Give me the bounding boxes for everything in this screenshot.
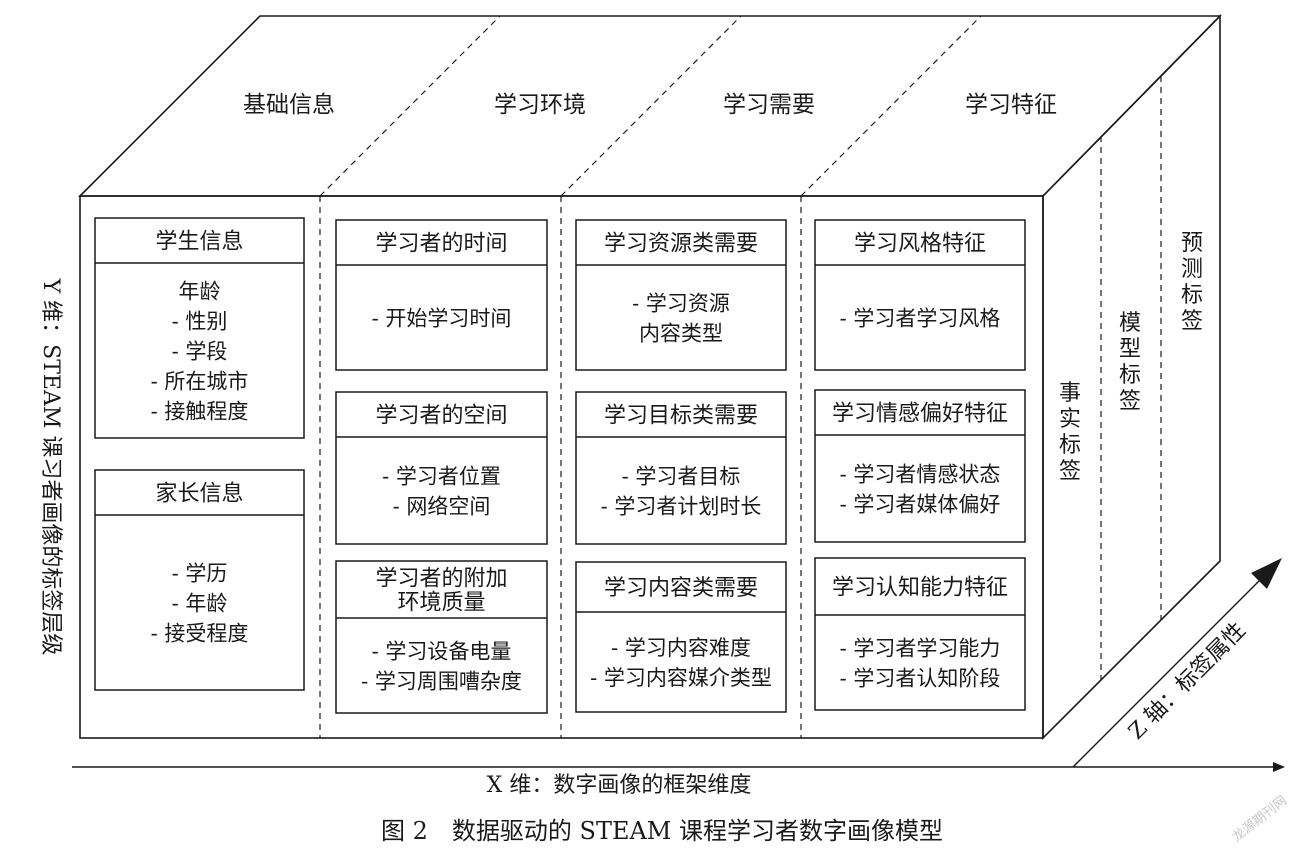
box-title: 学习者的空间 [375, 404, 507, 429]
box-item: - 开始学习时间 [372, 307, 512, 331]
box-item: - 学历 [172, 562, 228, 586]
box-item: - 网络空间 [393, 495, 491, 519]
box-item: - 性别 [172, 310, 228, 334]
box-outline [814, 219, 1026, 371]
box-title: 环境质量 [397, 591, 485, 616]
label-box: 学习情感偏好特征 - 学习者情感状态 - 学习者媒体偏好 [814, 389, 1026, 543]
dashed-separators [319, 15, 1162, 738]
side-label-char: 型 [1119, 337, 1141, 362]
box-title: 学习情感偏好特征 [832, 402, 1008, 427]
box-outline [814, 389, 1026, 543]
box-item: - 所在城市 [151, 370, 249, 394]
box-outline [94, 217, 305, 439]
z-axis-arrowhead [1251, 558, 1282, 589]
x-axis: X 维：数字画像的框架维度 [72, 762, 1285, 798]
box-item: - 学习者目标 [622, 465, 741, 489]
box-outline [575, 391, 787, 545]
box-item: - 学习周围嘈杂度 [361, 670, 522, 694]
side-label: 事实标签 [1059, 381, 1081, 484]
label-box: 学习目标类需要 - 学习者目标 - 学习者计划时长 [575, 391, 787, 545]
column-header-learning-needs: 学习需要 [723, 92, 815, 118]
x-axis-arrowhead [1273, 762, 1285, 772]
box-item: - 学习资源 [632, 292, 730, 316]
box-item: 年龄 [179, 280, 221, 304]
box-item: - 学习内容媒介类型 [590, 666, 772, 690]
figure-caption: 图 2 数据驱动的 STEAM 课程学习者数字画像模型 [381, 817, 943, 845]
box-outline [94, 469, 305, 691]
side-label-char: 实 [1059, 407, 1081, 432]
z-axis-line [1072, 577, 1263, 768]
box-title: 学习者的时间 [375, 232, 507, 257]
box-title: 学习风格特征 [854, 232, 986, 257]
label-box: 学习风格特征 - 学习者学习风格 [814, 219, 1026, 371]
column-header-learning-environment: 学习环境 [494, 92, 586, 118]
side-label: 模型标签 [1119, 311, 1141, 414]
box-title: 学习者的附加 [375, 567, 507, 592]
box-title: 家长信息 [155, 482, 243, 507]
box-item: - 学习者位置 [382, 465, 501, 489]
box-item: - 学习者认知阶段 [840, 667, 1001, 691]
box-outline [335, 219, 548, 371]
box-item: - 年龄 [172, 592, 228, 616]
label-box: 学习者的时间 - 开始学习时间 [335, 219, 548, 371]
top-divider-2 [560, 15, 742, 197]
box-item: - 接触程度 [151, 400, 249, 424]
side-label-char: 事 [1059, 381, 1081, 406]
watermark-text: 龙源期刊网 [1230, 793, 1290, 845]
box-title: 学习内容类需要 [604, 576, 758, 601]
x-axis-label: X 维：数字画像的框架维度 [487, 773, 752, 798]
box-item: - 学习者学习风格 [840, 307, 1001, 331]
side-label-char: 标 [1119, 363, 1141, 388]
box-outline [814, 557, 1026, 711]
side-label-char: 签 [1059, 459, 1081, 484]
box-item: - 学习者计划时长 [601, 495, 762, 519]
box-outline [575, 219, 787, 371]
column-headers: 基础信息 学习环境 学习需要 学习特征 [243, 92, 1057, 118]
box-outline [575, 561, 787, 713]
column-header-basic-info: 基础信息 [243, 92, 335, 118]
side-label-char: 模 [1119, 311, 1141, 336]
side-label-char: 预 [1181, 231, 1203, 256]
label-box: 学习者的空间 - 学习者位置 - 网络空间 [335, 391, 548, 545]
box-item: - 接受程度 [151, 622, 249, 646]
box-outline [335, 391, 548, 545]
top-divider-1 [319, 15, 501, 197]
z-axis: Z 轴：标签属性 [1072, 558, 1282, 768]
y-axis-label: Y 维：STEAM 课习者画像的标签层级 [38, 278, 63, 656]
box-title: 学习目标类需要 [604, 404, 758, 429]
label-box: 学习内容类需要 - 学习内容难度 - 学习内容媒介类型 [575, 561, 787, 713]
box-title: 学习资源类需要 [604, 232, 758, 257]
side-label-char: 标 [1181, 283, 1203, 308]
box-item: - 学习设备电量 [372, 640, 512, 664]
label-box: 家长信息 - 学历 - 年龄 - 接受程度 [94, 469, 305, 691]
box-item: - 学习者情感状态 [840, 463, 1001, 487]
box-outline [335, 560, 548, 714]
box-title: 学习认知能力特征 [832, 576, 1008, 601]
box-item: - 学段 [172, 340, 228, 364]
box-title: 学生信息 [155, 230, 243, 255]
column-header-learning-features: 学习特征 [965, 92, 1057, 118]
side-label-char: 标 [1059, 433, 1081, 458]
side-label-char: 签 [1119, 389, 1141, 414]
side-label: 预测标签 [1181, 231, 1203, 334]
side-label-char: 测 [1181, 257, 1203, 282]
label-box: 学习认知能力特征 - 学习者学习能力 - 学习者认知阶段 [814, 557, 1026, 711]
box-item: 内容类型 [639, 322, 723, 346]
top-divider-3 [800, 15, 982, 197]
box-item: - 学习内容难度 [611, 636, 751, 660]
box-item: - 学习者学习能力 [840, 637, 1001, 661]
box-item: - 学习者媒体偏好 [840, 493, 1001, 517]
side-label-char: 签 [1181, 309, 1203, 334]
